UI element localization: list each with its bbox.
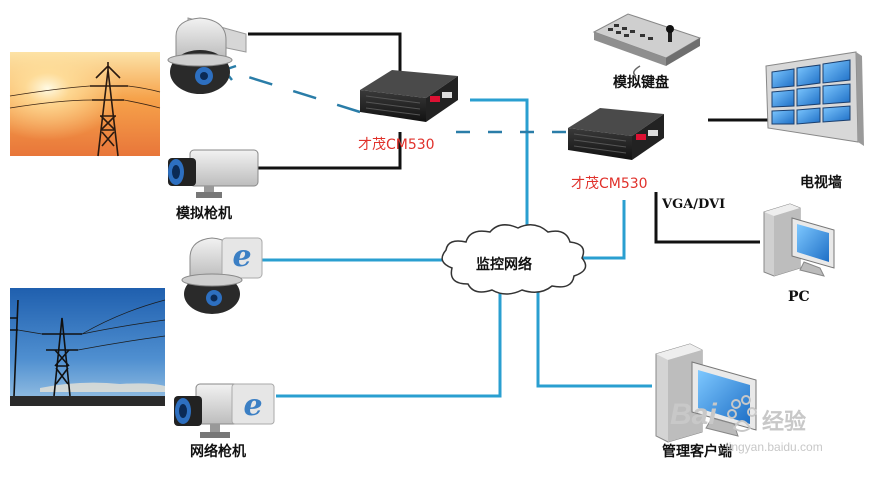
link-right-device-to-network — [578, 200, 626, 260]
device-right-label: 才茂CM530 — [571, 176, 648, 192]
connections — [221, 32, 770, 398]
link-ipgun-to-network — [276, 290, 502, 398]
baidu-watermark-logo — [727, 395, 757, 432]
pc-computer-icon — [763, 203, 835, 277]
device-left-label: 才茂CM530 — [358, 137, 435, 153]
power-tower-bluesky-photo — [10, 288, 166, 406]
tv-wall-label: 电视墙 — [800, 175, 842, 191]
link-device-to-pc — [654, 192, 760, 244]
ip-dome-camera-icon: e — [181, 237, 263, 314]
ptz-dome-camera-icon — [167, 17, 247, 94]
analog-bullet-camera-icon — [168, 149, 259, 198]
link-network-to-client — [536, 292, 652, 388]
analog-gun-label: 模拟枪机 — [176, 206, 232, 222]
tv-wall-icon — [765, 51, 864, 146]
cm530-device-left-icon — [360, 70, 458, 122]
wireless-link-device-to-ptz — [225, 68, 361, 114]
ip-bullet-camera-icon: e — [174, 383, 275, 438]
network-cloud-icon — [441, 224, 587, 295]
keyboard-label: 模拟键盘 — [613, 75, 669, 91]
cm530-device-right-icon — [568, 108, 664, 160]
management-client-label: 管理客户端 — [662, 444, 732, 460]
watermark-brand: Bai — [670, 398, 717, 431]
watermark-brand-tail: 经验 — [762, 409, 807, 434]
network-label: 监控网络 — [476, 257, 532, 273]
link-gun-to-device — [256, 132, 402, 170]
power-tower-sunset-photo — [9, 52, 161, 157]
management-client-computer-icon — [655, 343, 757, 443]
pc-label: PC — [788, 289, 810, 305]
control-keyboard-icon — [592, 13, 702, 77]
link-left-device-to-network — [470, 98, 529, 246]
link-ptz-to-device — [248, 32, 402, 82]
svg-text:e: e — [232, 239, 251, 274]
net-gun-label: 网络枪机 — [190, 444, 246, 460]
vga-dvi-label: VGA/DVI — [662, 197, 726, 212]
svg-text:e: e — [243, 388, 262, 423]
watermark-url: jingyan.baidu.com — [726, 440, 823, 454]
